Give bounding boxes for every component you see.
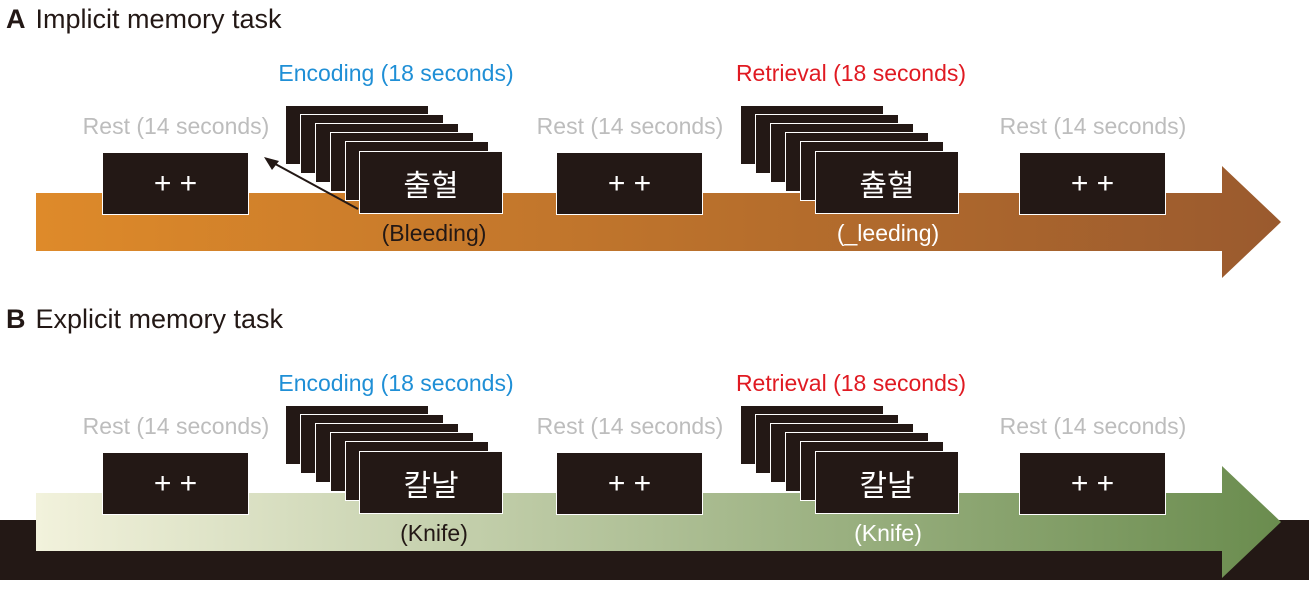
- panel-title: A Implicit memory task: [6, 4, 282, 35]
- fixation-screen-2: + +: [556, 452, 703, 515]
- retrieval-word-screen: 츌혈: [815, 151, 959, 214]
- encoding-label: Encoding (18 seconds): [278, 370, 514, 396]
- panel-title: B Explicit memory task: [6, 304, 283, 335]
- encoding-caption: (Bleeding): [381, 220, 487, 246]
- rest-label-1: Rest (14 seconds): [82, 413, 270, 439]
- retrieval-label: Retrieval (18 seconds): [735, 370, 967, 396]
- panel-title-text: Explicit memory task: [35, 304, 284, 334]
- panel-implicit: A Implicit memory task Encoding (18 secon…: [0, 0, 1309, 290]
- fixation-screen-1: + +: [102, 152, 249, 215]
- encoding-caption: (Knife): [400, 520, 468, 546]
- fixation-screen-3: + +: [1019, 452, 1166, 515]
- fixation-screen-1: + +: [102, 452, 249, 515]
- panel-letter: A: [6, 4, 26, 34]
- retrieval-caption: (Knife): [854, 520, 922, 546]
- encoding-word-screen: 출혈: [359, 151, 503, 214]
- fixation-screen-2: + +: [556, 152, 703, 215]
- fixation-screen-3: + +: [1019, 152, 1166, 215]
- panel-letter: B: [6, 304, 26, 334]
- retrieval-caption: (_leeding): [836, 220, 940, 246]
- timeline-arrow: [36, 157, 1281, 278]
- panel-title-text: Implicit memory task: [35, 4, 282, 34]
- rest-label-1: Rest (14 seconds): [82, 113, 270, 139]
- rest-label-3: Rest (14 seconds): [999, 413, 1187, 439]
- panel-explicit: B Explicit memory task Encoding (18 secon…: [0, 300, 1309, 590]
- retrieval-label: Retrieval (18 seconds): [735, 60, 967, 86]
- timeline-arrow: [36, 466, 1281, 578]
- retrieval-word-screen: 칼날: [815, 451, 959, 514]
- encoding-label: Encoding (18 seconds): [278, 60, 514, 86]
- encoding-word-screen: 칼날: [359, 451, 503, 514]
- rest-label-2: Rest (14 seconds): [536, 413, 724, 439]
- rest-label-3: Rest (14 seconds): [999, 113, 1187, 139]
- rest-label-2: Rest (14 seconds): [536, 113, 724, 139]
